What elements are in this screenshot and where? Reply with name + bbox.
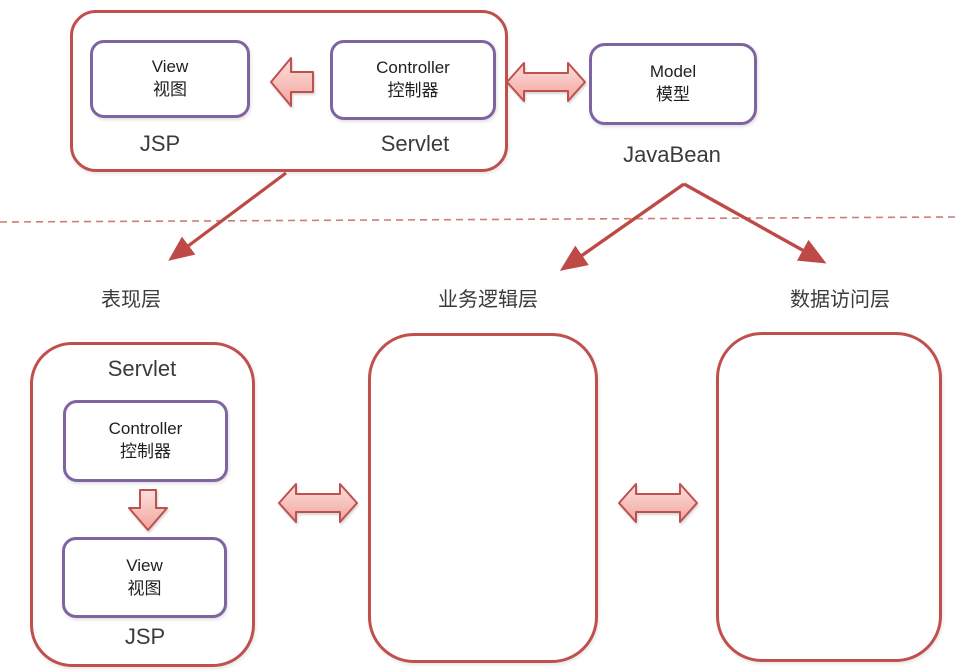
bottom-controller-label-zh: 控制器	[120, 442, 171, 461]
business-tier-box	[368, 333, 598, 663]
bottom-controller-box: Controller 控制器	[63, 400, 228, 482]
mvc-controller-box: Controller 控制器	[330, 40, 496, 120]
model-box: Model 模型	[589, 43, 757, 125]
mvc-tier-divider-dashed-line	[0, 216, 956, 223]
mvc-controller-label-zh: 控制器	[387, 81, 439, 100]
model-label-en: Model	[649, 62, 697, 82]
mvc-view-label-en: View	[151, 57, 189, 77]
bottom-view-box: View 视图	[62, 537, 227, 618]
mvc-jsp-caption: JSP	[139, 131, 181, 156]
bottom-controller-label-en: Controller	[108, 419, 183, 439]
mvc-view-box: View 视图	[90, 40, 250, 118]
arrow-controller-model-double-icon	[506, 62, 586, 102]
arrow-business-dataaccess-double-icon	[618, 483, 698, 523]
arrow-presentation-business-double-icon	[278, 483, 358, 523]
model-label-zh: 模型	[656, 85, 690, 104]
tier-label-data-access: 数据访问层	[790, 289, 890, 311]
arrow-javabean-to-dataaccess	[683, 182, 827, 264]
arrow-bottom-controller-to-view-icon	[128, 489, 168, 531]
mvc-view-label-zh: 视图	[153, 80, 187, 99]
mvc-controller-label-en: Controller	[376, 58, 450, 78]
bottom-view-label-en: View	[126, 555, 163, 575]
tier-label-presentation: 表现层	[101, 289, 161, 311]
bottom-jsp-caption: JSP	[124, 624, 166, 649]
javabean-caption: JavaBean	[623, 142, 721, 167]
arrow-mvc-to-presentation	[168, 171, 287, 261]
bottom-servlet-caption: Servlet	[107, 356, 177, 381]
arrow-controller-to-view-icon	[270, 57, 314, 107]
mvc-servlet-caption: Servlet	[380, 131, 450, 156]
bottom-view-label-zh: 视图	[127, 578, 162, 598]
tier-label-business: 业务逻辑层	[438, 289, 538, 311]
data-access-tier-box	[716, 332, 942, 662]
arrow-javabean-to-business	[559, 182, 685, 271]
